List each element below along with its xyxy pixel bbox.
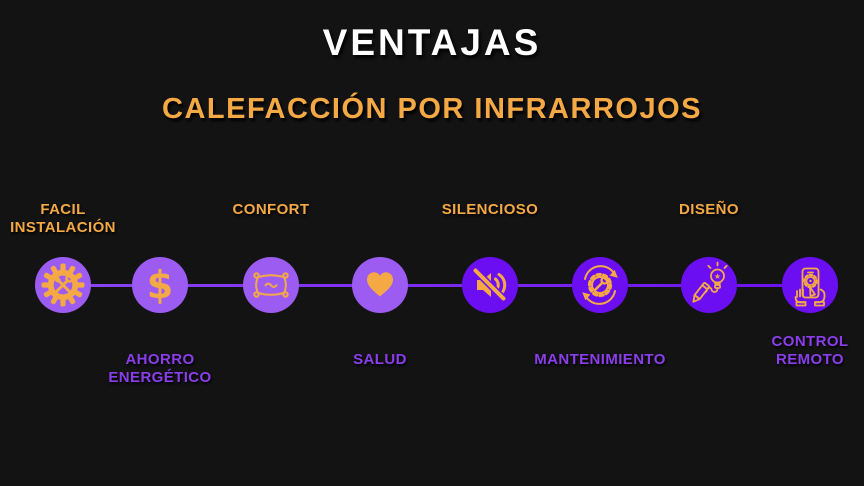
item-label: SALUD [353, 351, 407, 368]
dollar-icon: $ [147, 263, 173, 307]
item-label: DISEÑO [679, 201, 739, 218]
item-circle [462, 257, 518, 313]
svg-text:★: ★ [714, 272, 721, 281]
item-circle [35, 257, 91, 313]
item-label: MANTENIMIENTO [534, 351, 666, 368]
item-circle [352, 257, 408, 313]
item-label: FACIL INSTALACIÓN [10, 201, 116, 236]
timeline-line [63, 284, 810, 287]
item-circle [243, 257, 299, 313]
item-circle [572, 257, 628, 313]
muted-speaker-icon [473, 268, 507, 302]
hand-phone-gear-icon [794, 267, 826, 307]
item-label: CONFORT [232, 201, 310, 218]
heart-icon [367, 272, 393, 297]
pencil-lightbulb-icon: ★ [692, 261, 728, 303]
page-title: VENTAJAS [322, 22, 542, 63]
tools-gear-icon [41, 263, 85, 307]
item-circle [782, 257, 838, 313]
page-subtitle: CALEFACCIÓN POR INFRARROJOS [162, 93, 702, 125]
item-circle: ★ [681, 257, 737, 313]
pillow-icon [253, 272, 289, 298]
svg-text:$: $ [147, 263, 173, 307]
item-label: CONTROL REMOTO [771, 333, 849, 368]
item-circle: $ [132, 257, 188, 313]
gear-wrench-arrows-icon [582, 265, 618, 305]
item-label: SILENCIOSO [441, 201, 539, 218]
item-label: AHORRO ENERGÉTICO [108, 351, 212, 386]
